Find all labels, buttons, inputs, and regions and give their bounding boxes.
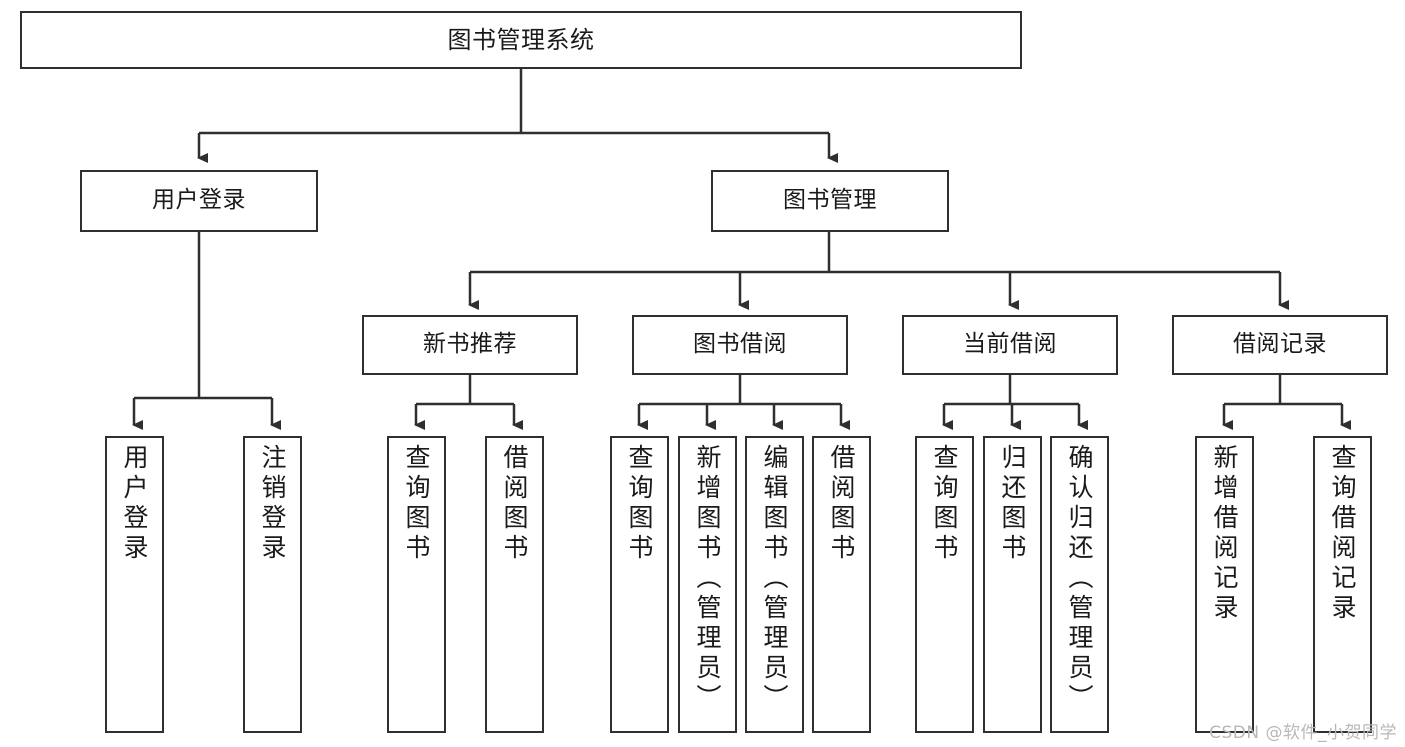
node-leaf-add-record[interactable]: 新增借阅记录	[1195, 436, 1254, 733]
node-label: 查询图书	[930, 444, 959, 564]
node-label: 新书推荐	[423, 331, 517, 358]
node-leaf-confirm-return[interactable]: 确认归还（管理员）	[1050, 436, 1109, 733]
node-leaf-query-record[interactable]: 查询借阅记录	[1313, 436, 1372, 733]
node-label: 借阅图书	[827, 444, 856, 564]
node-user-login[interactable]: 用户登录	[80, 170, 318, 232]
node-leaf-query-book-2[interactable]: 查询图书	[610, 436, 669, 733]
node-label: 确认归还（管理员）	[1065, 444, 1094, 714]
node-leaf-return-book[interactable]: 归还图书	[983, 436, 1042, 733]
node-new-book-recommend[interactable]: 新书推荐	[362, 315, 578, 375]
node-label: 借阅记录	[1233, 331, 1327, 358]
node-book-borrow[interactable]: 图书借阅	[632, 315, 848, 375]
node-leaf-query-book-1[interactable]: 查询图书	[387, 436, 446, 733]
node-label: 注销登录	[258, 444, 287, 564]
node-label: 当前借阅	[963, 331, 1057, 358]
node-label: 图书管理系统	[447, 25, 595, 54]
node-label: 新增借阅记录	[1210, 444, 1239, 624]
node-label: 新增图书（管理员）	[693, 444, 722, 714]
node-label: 查询借阅记录	[1328, 444, 1357, 624]
node-label: 查询图书	[625, 444, 654, 564]
node-label: 编辑图书（管理员）	[760, 444, 789, 714]
node-book-management[interactable]: 图书管理	[711, 170, 949, 232]
node-label: 借阅图书	[500, 444, 529, 564]
node-label: 图书借阅	[693, 331, 787, 358]
node-leaf-query-book-3[interactable]: 查询图书	[915, 436, 974, 733]
node-leaf-logout[interactable]: 注销登录	[243, 436, 302, 733]
node-leaf-borrow-book-1[interactable]: 借阅图书	[485, 436, 544, 733]
node-leaf-user-login[interactable]: 用户登录	[105, 436, 164, 733]
node-label: 查询图书	[402, 444, 431, 564]
node-leaf-edit-book[interactable]: 编辑图书（管理员）	[745, 436, 804, 733]
node-current-borrow[interactable]: 当前借阅	[902, 315, 1118, 375]
node-root-book-management-system[interactable]: 图书管理系统	[20, 11, 1022, 69]
node-borrow-record[interactable]: 借阅记录	[1172, 315, 1388, 375]
node-label: 用户登录	[152, 187, 246, 214]
watermark-text: CSDN @软件_小贺同学	[1209, 723, 1397, 743]
node-label: 归还图书	[998, 444, 1027, 564]
node-label: 用户登录	[120, 444, 149, 564]
node-leaf-borrow-book-2[interactable]: 借阅图书	[812, 436, 871, 733]
node-leaf-add-book[interactable]: 新增图书（管理员）	[678, 436, 737, 733]
node-label: 图书管理	[783, 187, 877, 214]
